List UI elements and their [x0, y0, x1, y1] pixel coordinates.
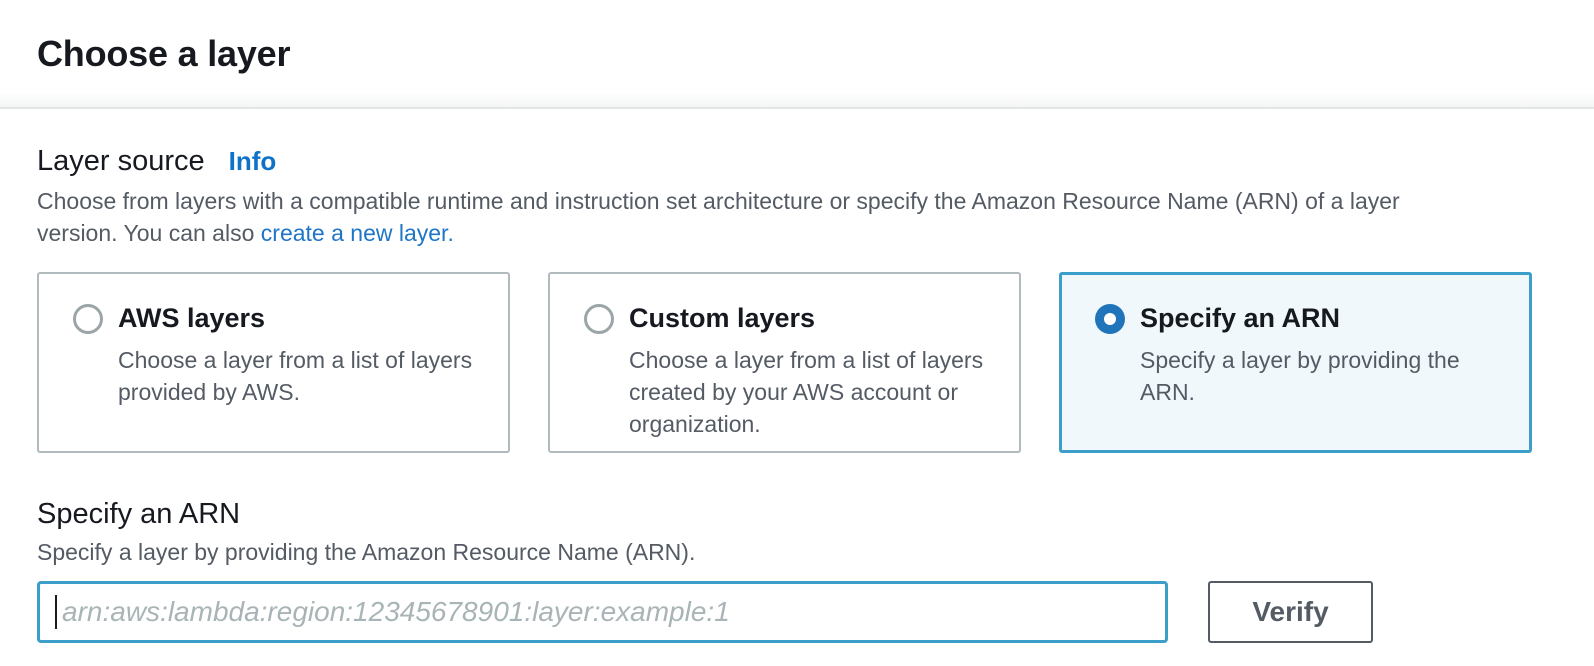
layer-source-label-row: Layer source Info: [37, 145, 1557, 178]
card-description: Choose a layer from a list of layers pro…: [118, 347, 473, 405]
page-title: Choose a layer: [37, 32, 291, 74]
arn-input-row: Verify: [37, 581, 1557, 643]
arn-section-label: Specify an ARN: [37, 498, 241, 530]
layer-source-description: Choose from layers with a compatible run…: [37, 185, 1517, 249]
card-aws-layers[interactable]: AWS layers Choose a layer from a list of…: [37, 272, 510, 453]
card-specify-arn[interactable]: Specify an ARN Specify a layer by provid…: [1059, 272, 1532, 453]
card-description: Choose a layer from a list of layers cre…: [629, 347, 984, 437]
card-description: Specify a layer by providing the ARN.: [1140, 347, 1460, 405]
radio-unchecked-icon[interactable]: [584, 304, 614, 334]
radio-checked-icon[interactable]: [1095, 304, 1125, 334]
card-text: Custom layers Choose a layer from a list…: [629, 301, 995, 451]
create-new-layer-link[interactable]: create a new layer.: [260, 220, 454, 246]
card-title: Custom layers: [629, 303, 816, 333]
card-title: Specify an ARN: [1140, 303, 1341, 333]
layer-source-label: Layer source: [37, 145, 205, 177]
arn-input-wrap: [37, 581, 1168, 643]
info-link[interactable]: Info: [228, 146, 277, 176]
arn-section-description: Specify a layer by providing the Amazon …: [37, 539, 696, 565]
layer-source-options: AWS layers Choose a layer from a list of…: [37, 272, 1557, 453]
description-line-2-text: version. You can also: [37, 220, 261, 246]
verify-button[interactable]: Verify: [1208, 581, 1373, 643]
description-line-1: Choose from layers with a compatible run…: [37, 188, 1400, 214]
radio-dot: [1104, 313, 1116, 325]
card-text: AWS layers Choose a layer from a list of…: [118, 301, 484, 451]
radio-unchecked-icon[interactable]: [73, 304, 103, 334]
card-custom-layers[interactable]: Custom layers Choose a layer from a list…: [548, 272, 1021, 453]
arn-input[interactable]: [37, 581, 1168, 643]
card-text: Specify an ARN Specify a layer by provid…: [1140, 301, 1506, 450]
dialog-body: Layer source Info Choose from layers wit…: [0, 109, 1594, 643]
description-line-2: version. You can also create a new layer…: [37, 217, 1517, 249]
text-caret: [55, 595, 57, 629]
dialog-header: Choose a layer: [0, 0, 1594, 109]
card-title: AWS layers: [118, 303, 266, 333]
